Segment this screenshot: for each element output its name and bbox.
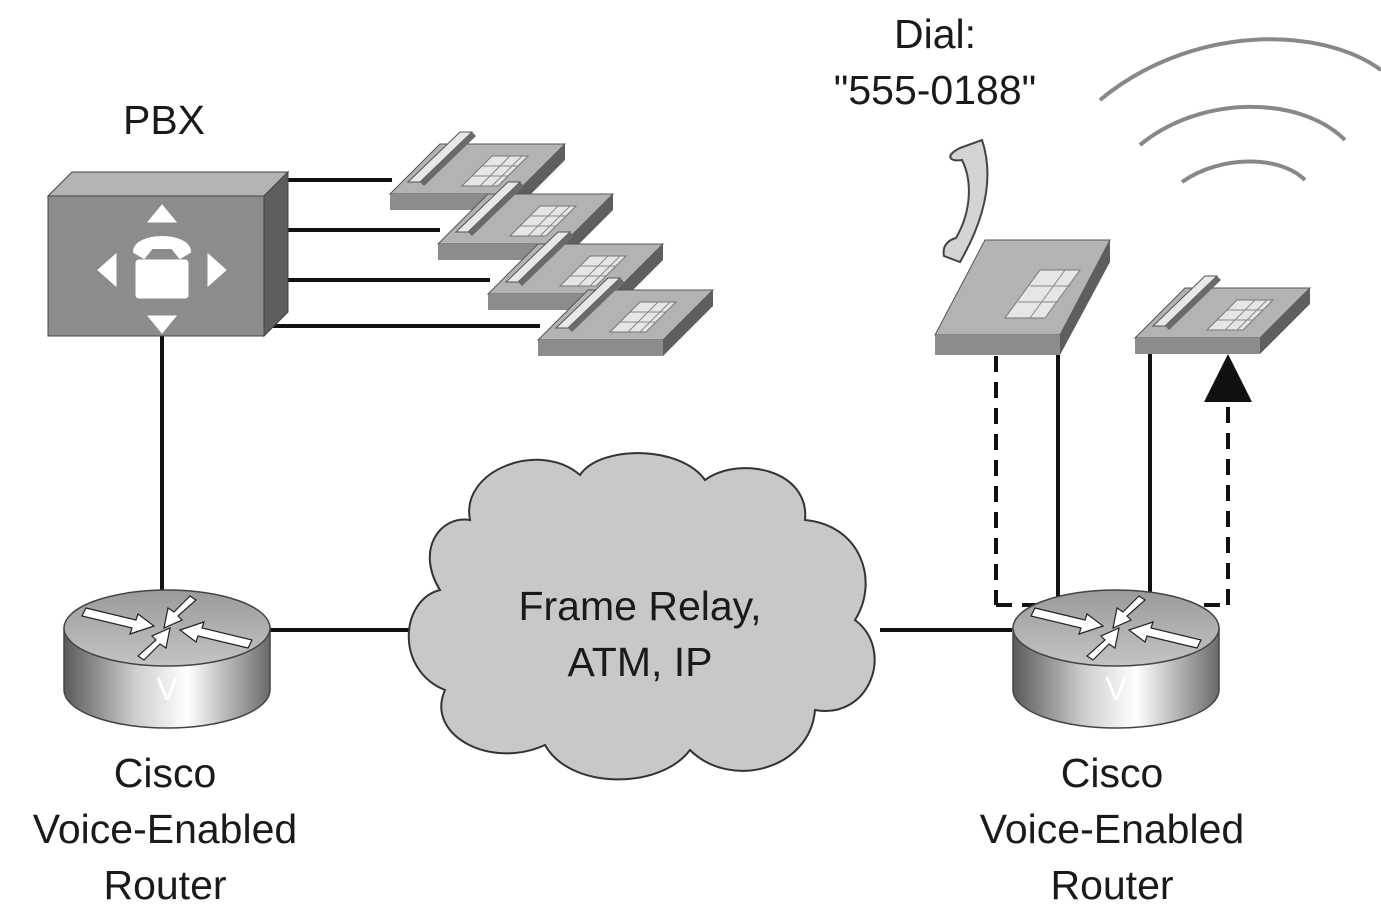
- left-router-label: Cisco Voice-Enabled Router: [0, 745, 330, 906]
- lifted-handset-icon: [942, 138, 989, 264]
- dial-text: Dial:: [893, 11, 977, 57]
- connection-lines: [160, 178, 1152, 632]
- ringing-signal-icon: [1098, 37, 1381, 184]
- right-router-label: Cisco Voice-Enabled Router: [947, 745, 1277, 906]
- right-router-label-line3: Router: [1050, 862, 1174, 906]
- right-router-badge: V: [1105, 671, 1127, 707]
- left-router-badge: V: [156, 671, 178, 707]
- pbx-device: [46, 170, 290, 338]
- left-router: [63, 589, 271, 729]
- cloud-label-line1: Frame Relay,: [518, 583, 762, 629]
- left-router-label-line1: Cisco: [113, 750, 217, 796]
- callee-phone: [1134, 275, 1311, 355]
- left-router-label-line3: Router: [103, 862, 227, 906]
- right-router: [1012, 589, 1220, 729]
- right-router-label-line1: Cisco: [1060, 750, 1164, 796]
- wan-cloud: [407, 452, 876, 781]
- right-router-label-line2: Voice-Enabled: [979, 806, 1245, 852]
- pbx-label: PBX: [122, 97, 206, 143]
- caller-phone: [934, 138, 1111, 355]
- call-path: [994, 354, 1252, 607]
- dial-label: Dial: "555-0188": [800, 6, 1070, 118]
- cloud-label-line2: ATM, IP: [567, 639, 713, 685]
- pbx-phone-icon: [97, 204, 227, 334]
- cloud-label: Frame Relay, ATM, IP: [470, 578, 810, 690]
- dial-number: "555-0188": [833, 67, 1037, 113]
- left-router-label-line2: Voice-Enabled: [32, 806, 298, 852]
